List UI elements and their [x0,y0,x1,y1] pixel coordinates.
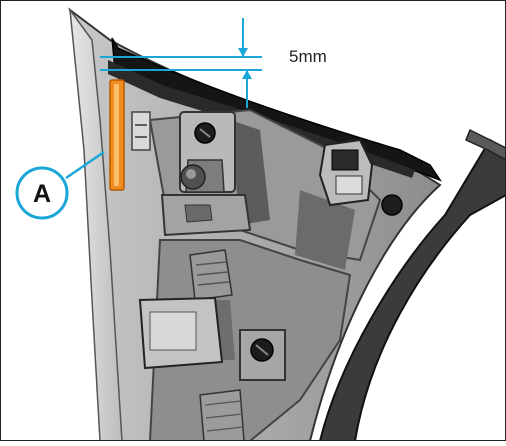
ribbed-block [189,249,233,301]
groove-shadow-2 [295,190,355,270]
callout-circle [15,166,69,220]
seal-tip [465,128,506,161]
outer-seal-curve [318,138,506,442]
right-screw-icon [381,194,403,216]
dimension-indicator [100,18,262,108]
bottom-plate [199,389,245,442]
callout-letter: A [33,180,51,208]
dimension-label: 5mm [289,47,327,66]
callout-leader [65,150,105,180]
edge-label [131,111,151,151]
